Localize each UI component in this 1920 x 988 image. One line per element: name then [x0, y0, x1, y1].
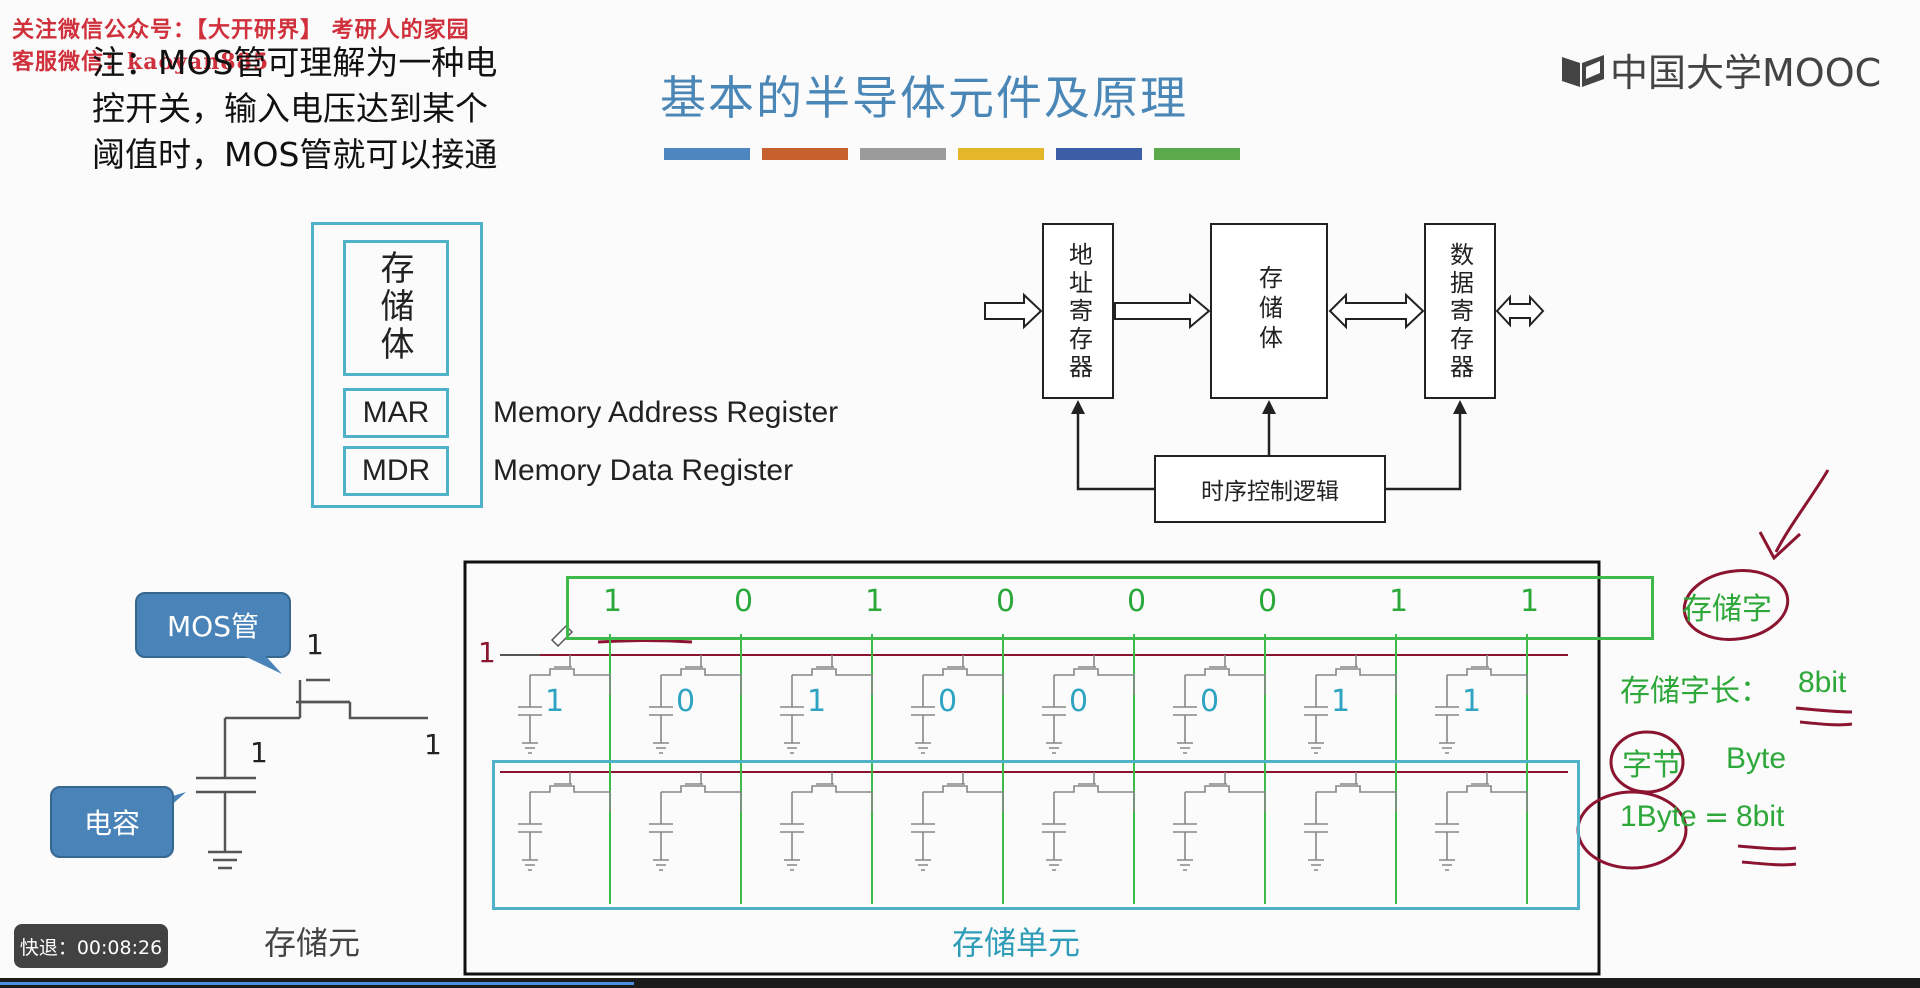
mdr-box [343, 446, 449, 496]
video-progress-fill[interactable] [0, 982, 634, 985]
timing-logic-label: 时序控制逻辑 [1201, 479, 1339, 505]
byte-eq-sign: = [1704, 800, 1730, 835]
word-bit: 0 [996, 584, 1016, 619]
memory-cell [1173, 655, 1266, 754]
title-color-bar [958, 148, 1044, 160]
memory-cell [1304, 655, 1397, 754]
mar-box [343, 388, 449, 438]
data-register-label: 数据寄存器 [1445, 242, 1474, 382]
address-register-box [1042, 223, 1114, 399]
memory-cell [911, 655, 1004, 754]
mos-note: 注：MOS管可理解为一种电 控开关，输入电压达到某个 阈值时，MOS管就可以接通 [92, 40, 497, 178]
storage-element-label: 存储元 [264, 924, 361, 962]
title-color-bar [664, 148, 750, 160]
memory-cell [1435, 772, 1528, 871]
cell-bit: 1 [807, 684, 827, 719]
storage-body-block [1210, 223, 1328, 399]
word-bit: 1 [603, 584, 623, 619]
storage-block-label: 存储体 [1254, 265, 1283, 355]
mos-bubble: MOS管 [135, 592, 291, 658]
memory-cell [518, 655, 611, 754]
memory-cell [1042, 772, 1135, 871]
cell-bit: 0 [676, 684, 696, 719]
logo-text: 中国大学MOOC [1610, 51, 1882, 95]
mooc-logo: 中国大学MOOC [1560, 42, 1881, 97]
storage-body-label: 存储体 [374, 250, 414, 364]
note-line-1: 注：MOS管可理解为一种电 [92, 43, 498, 82]
rewind-timer: 快退：00:08:26 [14, 924, 168, 968]
mar-label: MAR [362, 396, 430, 429]
mar-description: Memory Address Register [493, 396, 839, 429]
cell-bit: 1 [1331, 684, 1351, 719]
word-length-value: 8bit [1798, 666, 1847, 699]
arrow-storage-data [1328, 292, 1425, 330]
storage-unit-box [492, 760, 1580, 910]
watermark-line-1: 关注微信公众号：【大开研界】 考研人的家园 [12, 17, 470, 43]
byte-cn-label: 字节 [1622, 748, 1682, 783]
memory-cell [518, 772, 611, 871]
storage-word-label: 存储字 [1682, 592, 1772, 627]
memory-cell [1435, 655, 1528, 754]
row-select-value: 1 [478, 636, 496, 669]
word-bit: 0 [1258, 584, 1278, 619]
word-bit: 1 [1520, 584, 1540, 619]
memory-cell [780, 655, 873, 754]
data-register-box [1424, 223, 1496, 399]
memory-array-frame [463, 560, 1601, 976]
memory-cell [649, 655, 742, 754]
capacitor-bubble: 电容 [50, 786, 174, 858]
memory-cell [1173, 772, 1266, 871]
note-line-3: 阈值时，MOS管就可以接通 [92, 135, 498, 174]
mdr-description: Memory Data Register [493, 454, 794, 487]
word-length-label: 存储字长： [1620, 674, 1770, 709]
title-color-bar [860, 148, 946, 160]
word-bit: 0 [734, 584, 754, 619]
memory-cells [500, 624, 1568, 904]
memory-cell [780, 772, 873, 871]
arrow-data-out [1495, 294, 1545, 328]
mos-circuit [196, 678, 428, 870]
mdr-label: MDR [361, 454, 431, 487]
memory-structure-box [311, 222, 483, 508]
cell-bit: 1 [545, 684, 565, 719]
control-arrowheads [1071, 400, 1467, 414]
drain-value: 1 [250, 736, 268, 769]
arrow-addr-to-storage [1114, 292, 1211, 330]
byte-eq-left: 1Byte [1620, 800, 1697, 833]
cell-bit: 1 [1462, 684, 1482, 719]
byte-en-label: Byte [1726, 742, 1787, 775]
memory-cell [649, 772, 742, 871]
slide-title: 基本的半导体元件及原理 [660, 71, 1188, 125]
cell-bit: 0 [1069, 684, 1089, 719]
arrow-in [984, 292, 1043, 330]
note-line-2: 控开关，输入电压达到某个 [92, 89, 488, 128]
video-progress-track[interactable] [0, 978, 1920, 988]
word-bit: 1 [865, 584, 885, 619]
address-register-label: 地址寄存器 [1064, 242, 1093, 382]
watermark-line-2: 客服微信：kaoyan885 [12, 49, 270, 75]
cell-bit: 0 [1200, 684, 1220, 719]
title-color-bar [1056, 148, 1142, 160]
storage-unit-label: 存储单元 [952, 924, 1081, 962]
title-color-bar [1154, 148, 1240, 160]
memory-cell [1042, 655, 1135, 754]
word-bit: 0 [1127, 584, 1147, 619]
handwritten-marks [597, 469, 1853, 870]
storage-word-box [566, 576, 1654, 640]
title-color-bar [762, 148, 848, 160]
source-value: 1 [424, 728, 442, 761]
memory-cell [911, 772, 1004, 871]
control-lines [1076, 410, 1462, 491]
memory-cell [1304, 772, 1397, 871]
mooc-book-icon [1560, 51, 1606, 89]
word-bit: 1 [1389, 584, 1409, 619]
gate-value: 1 [306, 628, 324, 661]
storage-body-box [343, 240, 449, 376]
byte-eq-right: 8bit [1736, 800, 1785, 833]
cell-bit: 0 [938, 684, 958, 719]
